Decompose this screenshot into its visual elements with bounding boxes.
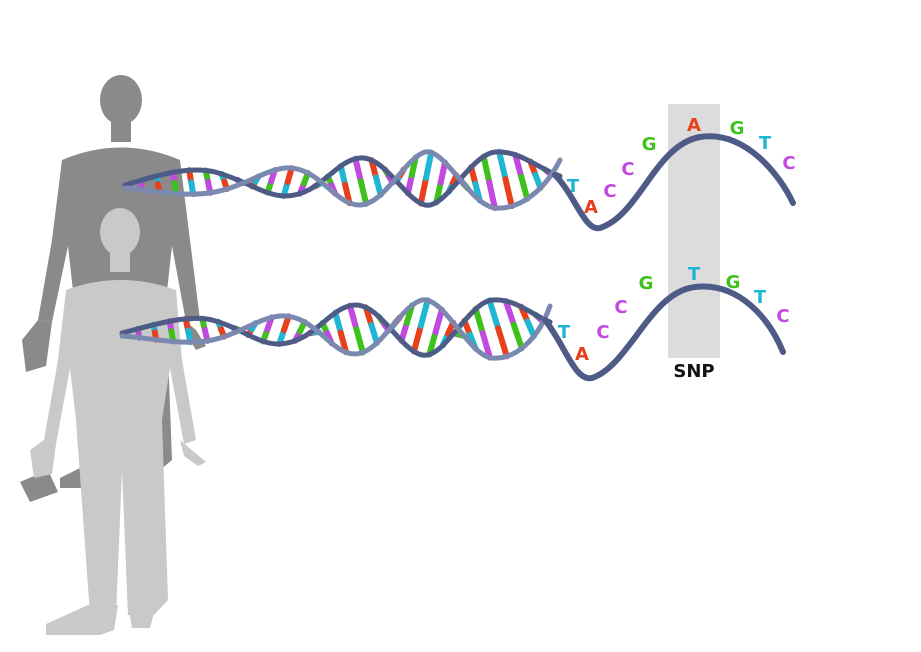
base-pair-rung [337,329,350,356]
base-pair-rung [404,172,415,197]
base-pair-rung [480,153,493,186]
backbone-strand-a-upper [122,149,563,208]
base-pair-rung [437,159,449,186]
base-pair-rung [502,297,517,328]
base-pair-rung [398,320,410,344]
base-pair-rung [512,151,525,180]
base-pair-rung [479,330,493,361]
base-pair-rung [410,322,424,355]
dna-helix-upper: T A C C G A G T C [122,115,796,232]
base-pair-rung [353,326,366,356]
base-letter: C [621,159,634,180]
base-letters-upper: T A C C G A G T C [567,115,796,218]
backbone-strand-a-lower [119,297,553,358]
backbone-strand-b-upper [122,149,563,211]
base-letter: G [642,134,657,155]
base-pair-rung [423,149,435,181]
base-letter: C [603,181,616,202]
base-pair-rung [352,155,364,185]
base-pair-rung [417,174,430,207]
base-letter: A [575,344,589,365]
snp-highlight-band [668,104,720,358]
snp-base-letter: A [687,115,701,136]
base-pair-rung [373,174,384,198]
base-letter: A [584,197,598,218]
base-pair-rung [495,325,510,360]
base-letter: G [726,272,741,293]
base-letter: T [558,322,571,343]
base-pair-rung [510,321,525,352]
base-letter: T [754,287,767,308]
backbone-strand-b-lower [119,297,553,361]
person-front-silhouette [30,208,206,635]
base-pair-rung [357,178,370,207]
base-pair-rung [342,181,353,207]
base-pair-rung [486,179,498,211]
dna-helix-lower: T A C C G T G T C [119,264,790,382]
base-pair-rung [502,176,515,210]
base-letter: G [639,273,654,294]
base-letter: T [759,133,772,154]
base-pair-rung [432,306,445,336]
single-strand-ribbon-lower [542,283,786,382]
base-pair-rung [346,302,360,333]
base-letter: C [614,297,627,318]
base-pair-rung [332,309,344,336]
base-pair-rung [426,329,439,358]
base-letter: C [782,153,795,174]
base-pair-rung [486,297,502,332]
base-letter: C [776,306,789,327]
base-pair-rung [472,305,486,337]
base-letter: T [567,176,580,197]
base-pair-rung [417,297,431,329]
base-pair-rung [518,173,531,202]
base-pair-rung [496,148,509,183]
base-letters-lower: T A C C G T G T C [558,264,790,365]
base-pair-rung [368,322,380,346]
base-letter: G [730,118,745,139]
snp-label: SNP [673,361,714,382]
snp-base-letter: T [688,264,701,285]
base-letter: C [596,322,609,343]
base-pair-rung [337,163,349,188]
human-silhouettes [20,75,206,635]
single-strand-ribbon-upper [552,133,796,232]
